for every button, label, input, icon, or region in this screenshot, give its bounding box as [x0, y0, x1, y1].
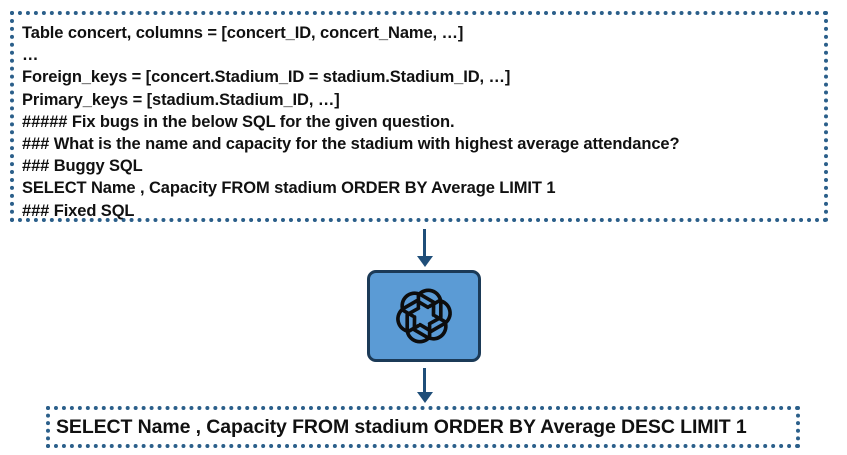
prompt-line-buggy-sql-header: ### Buggy SQL — [22, 157, 143, 176]
prompt-line-table-schema: Table concert, columns = [concert_ID, co… — [22, 24, 464, 42]
output-box: SELECT Name , Capacity FROM stadium ORDE… — [46, 406, 800, 448]
prompt-line-ellipsis: … — [22, 46, 39, 65]
arrow-1-head — [416, 256, 433, 267]
prompt-line-foreign-keys: Foreign_keys = [concert.Stadium_ID = sta… — [22, 68, 511, 87]
arrow-2-shaft — [423, 368, 426, 393]
openai-logo-icon — [396, 288, 452, 344]
fixed-sql-output: SELECT Name , Capacity FROM stadium ORDE… — [56, 415, 747, 438]
arrow-2-head — [416, 392, 433, 403]
arrow-1-shaft — [423, 229, 426, 257]
prompt-line-question: ### What is the name and capacity for th… — [22, 135, 680, 154]
model-box — [367, 270, 481, 362]
prompt-box: Table concert, columns = [concert_ID, co… — [10, 11, 828, 222]
prompt-line-fixed-sql-header: ### Fixed SQL — [22, 201, 135, 220]
prompt-line-instruction: ##### Fix bugs in the below SQL for the … — [22, 112, 455, 131]
prompt-line-primary-keys: Primary_keys = [stadium.Stadium_ID, …] — [22, 90, 340, 109]
prompt-line-buggy-sql: SELECT Name , Capacity FROM stadium ORDE… — [22, 179, 556, 198]
